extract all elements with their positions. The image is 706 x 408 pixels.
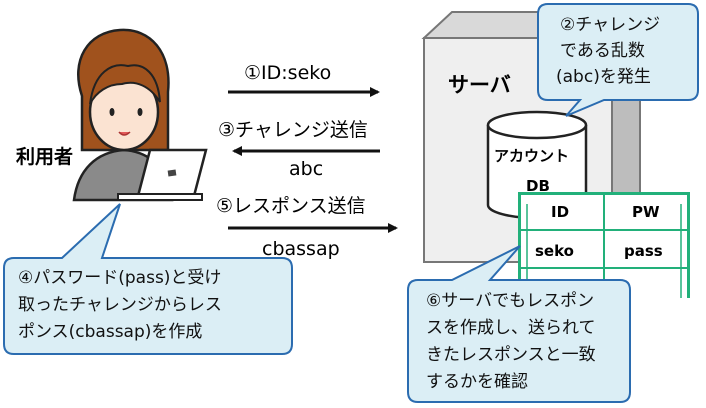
callout-user-line3: ポンス(cbassap)を作成: [18, 322, 203, 342]
db-label-line1: アカウント: [494, 147, 570, 165]
table-cell-pass: pass: [624, 242, 663, 260]
table-header-pw: PW: [632, 203, 660, 221]
user-bangs: [89, 64, 161, 105]
user-eye-right: [137, 108, 143, 116]
callout-challenge-line1: ②チャレンジ: [560, 15, 661, 35]
db-label-line2: DB: [526, 177, 550, 195]
callout-server-line1: ⑥サーバでもレスポン: [426, 291, 595, 311]
step1-label: ①ID:seko: [244, 62, 332, 84]
step3-label: ③チャレンジ送信: [218, 119, 368, 141]
table-header-id: ID: [551, 203, 570, 221]
callout-server-line2: スを作成し、送られて: [426, 318, 596, 338]
callout-user-bubble: [3, 203, 293, 355]
step3-value: abc: [289, 158, 324, 180]
callout-user-line2: 取ったチャレンジからレス: [18, 295, 222, 315]
user-label: 利用者: [16, 146, 74, 168]
callout-challenge-line2: である乱数: [560, 41, 645, 61]
server-label: サーバ: [448, 73, 511, 97]
callout-server-line4: するかを確認: [426, 372, 528, 392]
user-mouth: [118, 131, 131, 136]
callout-server-bubble: [407, 245, 631, 403]
callout-server-line3: きたレスポンスと一致: [426, 345, 596, 365]
user-eye-left: [109, 108, 115, 116]
callout-user-line1: ④パスワード(pass)と受け: [18, 268, 222, 288]
step5-label: ⑤レスポンス送信: [216, 195, 366, 217]
step5-value: cbassap: [262, 238, 340, 260]
callout-challenge-line3: (abc)を発生: [556, 67, 651, 87]
callout-challenge-bubble: [537, 3, 699, 117]
laptop-icon: [117, 148, 208, 201]
table-cell-seko: seko: [535, 242, 574, 260]
